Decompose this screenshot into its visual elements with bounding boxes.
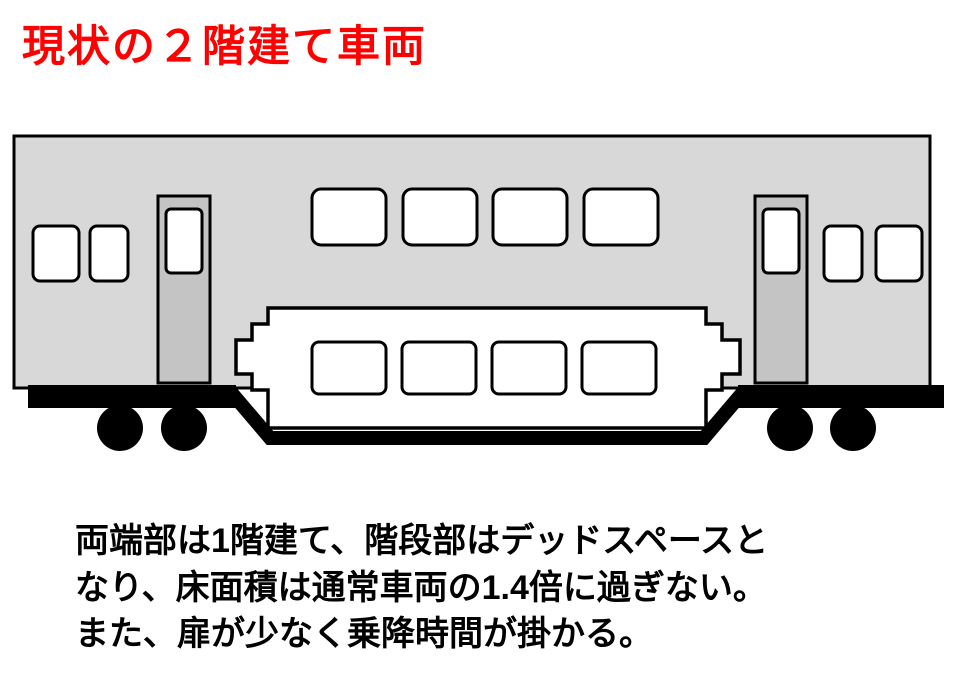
end-window-left-2 — [88, 224, 130, 283]
wheel-3 — [767, 405, 813, 451]
chassis-lowered-section — [224, 386, 750, 445]
train-diagram — [12, 134, 944, 451]
upper-window-1 — [310, 187, 388, 247]
upper-window-3 — [491, 187, 569, 247]
door-right-window — [761, 207, 801, 275]
end-window-right-1 — [822, 224, 864, 283]
lower-window-1 — [310, 340, 388, 396]
caption-line-3: また、扉が少なく乗降時間が掛かる。 — [75, 615, 653, 654]
chassis-bar-right — [738, 385, 944, 408]
caption-line-2: なり、床面積は通常車両の1.4倍に過ぎない。 — [75, 568, 767, 607]
end-window-left-1 — [31, 224, 81, 283]
lower-window-4 — [580, 340, 658, 396]
door-left-window — [164, 207, 204, 275]
lower-deck — [234, 306, 742, 430]
wheel-4 — [830, 405, 876, 451]
wheel-1 — [97, 405, 143, 451]
wheel-2 — [161, 405, 207, 451]
chassis-bar-left — [28, 385, 236, 408]
end-window-right-2 — [874, 224, 924, 283]
lower-window-3 — [490, 340, 568, 396]
lower-window-2 — [400, 340, 478, 396]
caption: 両端部は1階建て、階段部はデッドスペースと なり、床面積は通常車両の1.4倍に過… — [75, 518, 768, 658]
caption-line-1: 両端部は1階建て、階段部はデッドスペースと — [75, 522, 769, 560]
page-title: 現状の２階建て車両 — [22, 23, 427, 71]
upper-window-2 — [401, 187, 479, 247]
upper-window-4 — [582, 187, 660, 247]
